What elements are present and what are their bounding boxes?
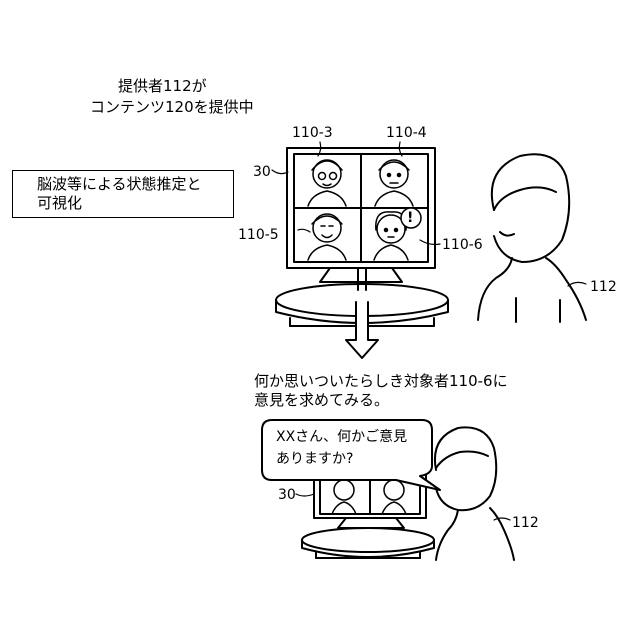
label-110-5: 110-5 (238, 226, 279, 244)
provider-person-top (478, 154, 586, 322)
label-provider-112-top: 112 (590, 278, 617, 296)
caption-bottom-line2: 意見を求めてみる。 (254, 391, 389, 409)
label-provider-112-bottom: 112 (512, 514, 539, 532)
label-display-30-top: 30 (253, 163, 271, 181)
state-box-line2: 可視化 (37, 194, 233, 213)
table-bottom (302, 528, 434, 558)
label-110-3: 110-3 (292, 124, 333, 142)
caption-top-line1: 提供者112が (118, 77, 207, 95)
speech-line1: XXさん、何かご意見 (276, 426, 407, 448)
provider-person-bottom (435, 427, 514, 560)
caption-top-line2: コンテンツ120を提供中 (90, 98, 254, 116)
label-110-4: 110-4 (386, 124, 427, 142)
state-estimation-box: 脳波等による状態推定と 可視化 (12, 170, 234, 218)
speech-line2: ありますか? (276, 448, 407, 470)
state-box-line1: 脳波等による状態推定と (37, 175, 233, 194)
label-110-6: 110-6 (442, 236, 483, 254)
label-display-30-bottom: 30 (278, 486, 296, 504)
speech-bubble-text: XXさん、何かご意見 ありますか? (276, 426, 407, 470)
alert-icon: ! (407, 209, 413, 227)
caption-bottom-line1: 何か思いついたらしき対象者110-6に (254, 372, 508, 390)
